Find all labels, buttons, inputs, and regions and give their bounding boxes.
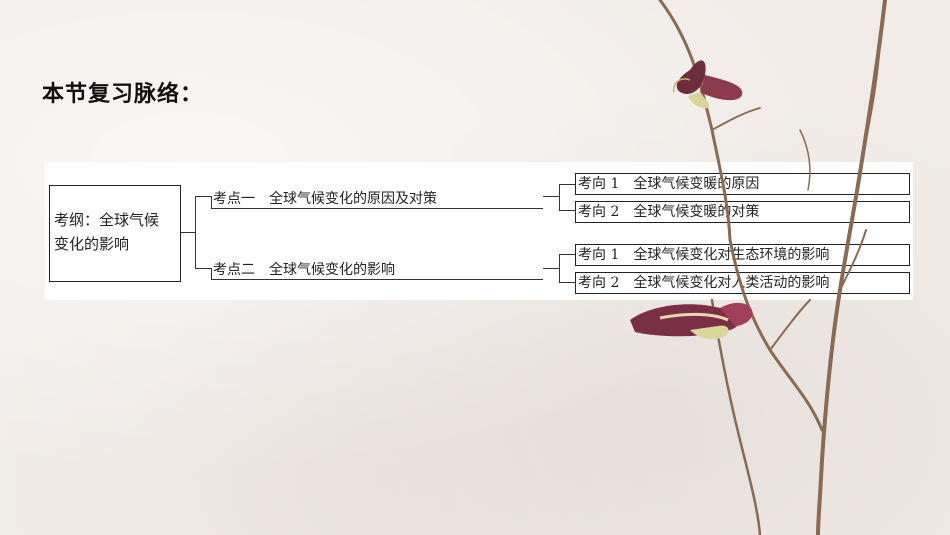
connector (195, 196, 211, 197)
connector (559, 184, 575, 185)
syllabus-line-1: 考纲：全球气候 (54, 211, 160, 229)
connector (181, 232, 195, 233)
direction-1-2: 考向 2 全球气候变暖的对策 (575, 201, 910, 223)
point-2-label: 考点二 全球气候变化的影响 (213, 262, 395, 278)
direction-2-2: 考向 2 全球气候变化对人类活动的影响 (575, 272, 910, 294)
direction-1-1: 考向 1 全球气候变暖的原因 (575, 173, 910, 195)
point-1-underline (211, 208, 543, 209)
direction-2-1: 考向 1 全球气候变化对生态环境的影响 (575, 244, 910, 266)
page-title: 本节复习脉络： (42, 82, 204, 107)
syllabus-box: 考纲：全球气候 变化的影响 (49, 185, 181, 282)
connector (195, 268, 211, 269)
connector (543, 268, 559, 269)
connector (559, 282, 575, 283)
connector (543, 196, 559, 197)
connector (195, 196, 196, 268)
connector (211, 196, 212, 209)
connector (559, 254, 575, 255)
point-1-label: 考点一 全球气候变化的原因及对策 (213, 191, 437, 207)
connector (559, 210, 575, 211)
outline-diagram: 考纲：全球气候 变化的影响 考点一 全球气候变化的原因及对策 考点二 全球气候变… (45, 162, 913, 300)
connector (559, 184, 560, 210)
syllabus-line-2: 变化的影响 (54, 235, 130, 253)
point-2-underline (211, 279, 543, 280)
connector (211, 268, 212, 280)
connector (559, 254, 560, 282)
